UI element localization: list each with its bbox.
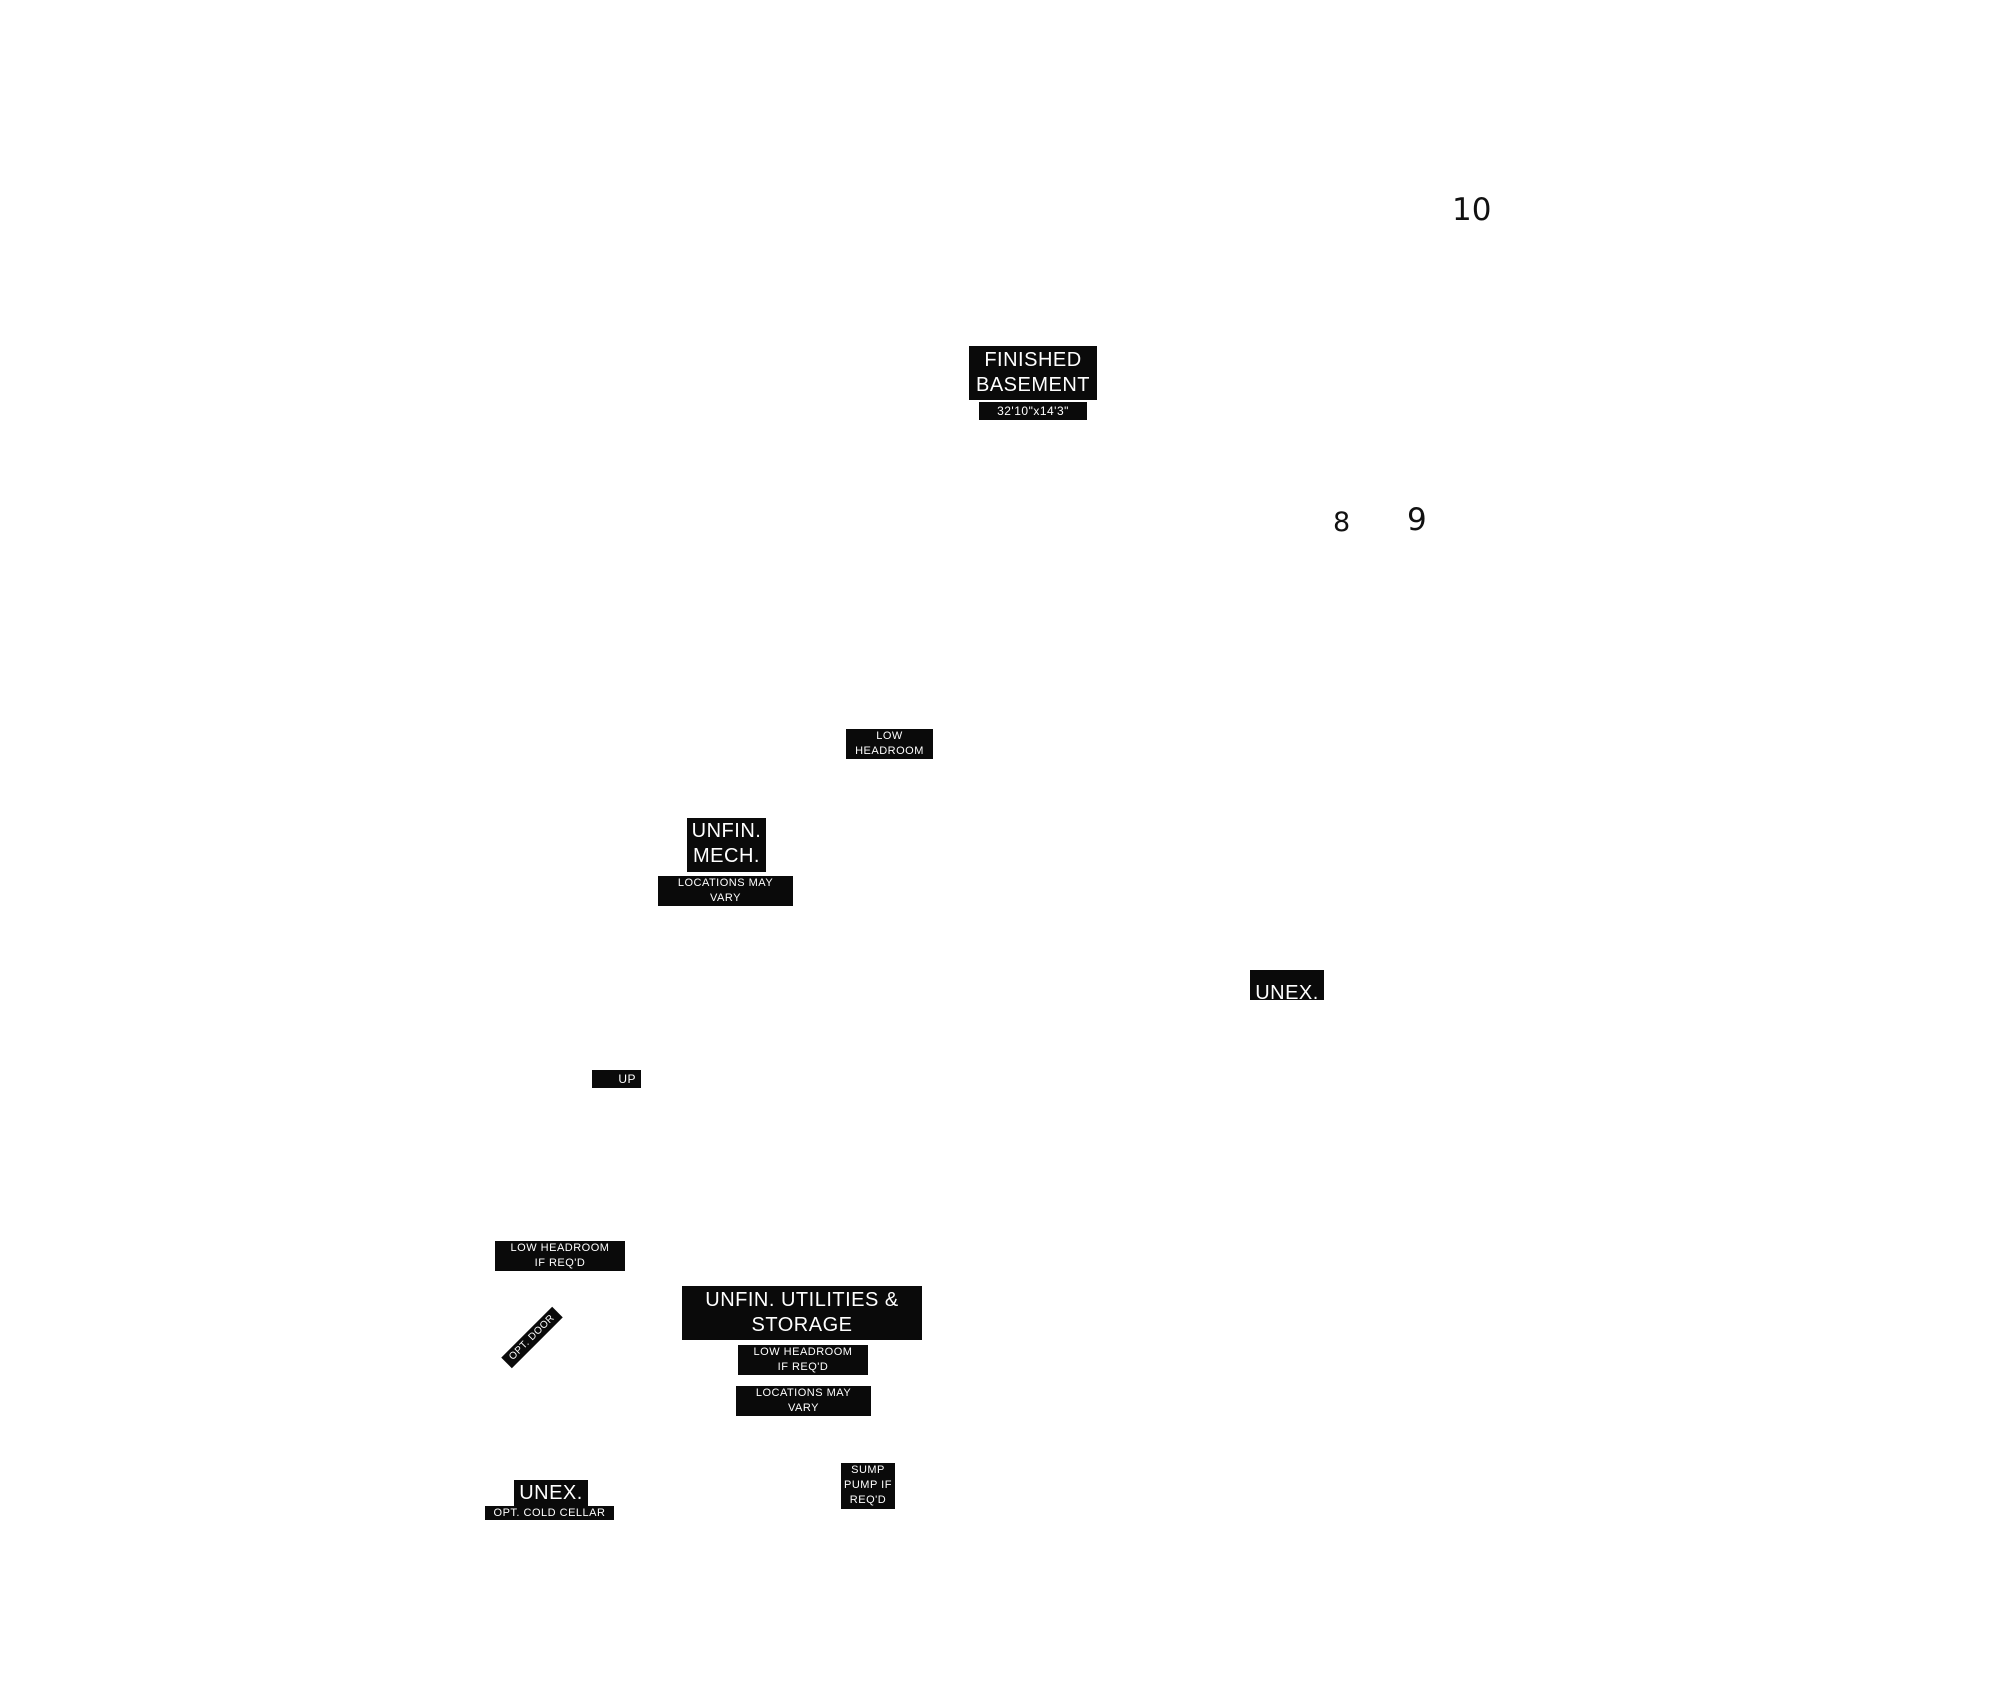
sump-pump-note: SUMP PUMP IF REQ'D (841, 1463, 895, 1509)
utilities-locations-line2: VARY (788, 1402, 819, 1414)
optional-door-label: OPT. DOOR (501, 1306, 563, 1369)
window-number-8: 8 (1333, 507, 1351, 538)
utilities-locations-note: LOCATIONS MAY VARY (736, 1386, 871, 1416)
unfin-mech-name-line2: MECH. (693, 845, 760, 867)
mech-locations-line2: VARY (710, 892, 741, 904)
utilities-low-headroom-line2: IF REQ'D (777, 1361, 829, 1373)
low-headroom-left-line1: LOW HEADROOM (510, 1242, 610, 1254)
finished-basement-label: FINISHED BASEMENT (969, 346, 1097, 400)
unfin-utilities-name-line1: UNFIN. UTILITIES & (705, 1289, 899, 1311)
mech-locations-note: LOCATIONS MAY VARY (658, 876, 793, 906)
unfin-utilities-name-line2: STORAGE (751, 1314, 853, 1336)
utilities-low-headroom-note: LOW HEADROOM IF REQ'D (738, 1345, 868, 1375)
unex-right-label: UNEX. (1250, 970, 1324, 1000)
window-number-10: 10 (1452, 192, 1492, 228)
finished-basement-name-line1: FINISHED (984, 349, 1082, 371)
utilities-low-headroom-line1: LOW HEADROOM (753, 1346, 853, 1358)
mech-locations-line1: LOCATIONS MAY (677, 877, 774, 889)
unex-left-label: UNEX. (514, 1480, 588, 1506)
utilities-locations-line1: LOCATIONS MAY (755, 1387, 852, 1399)
low-headroom-top-line1: LOW (876, 730, 903, 742)
sump-pump-line2: PUMP IF (844, 1479, 892, 1491)
window-number-9: 9 (1407, 502, 1427, 538)
low-headroom-left-line2: IF REQ'D (534, 1257, 586, 1269)
low-headroom-note-left: LOW HEADROOM IF REQ'D (495, 1241, 625, 1271)
stairs-up-label: UP (592, 1070, 641, 1088)
unfin-mech-label: UNFIN. MECH. (687, 818, 766, 872)
low-headroom-top-line2: HEADROOM (855, 745, 924, 757)
unfin-mech-name-line1: UNFIN. (691, 820, 762, 842)
sump-pump-line3: REQ'D (849, 1494, 887, 1506)
finished-basement-name-line2: BASEMENT (975, 374, 1091, 396)
unfin-utilities-label: UNFIN. UTILITIES & STORAGE (682, 1286, 922, 1340)
sump-pump-line1: SUMP (851, 1464, 885, 1476)
cold-cellar-note: OPT. COLD CELLAR (485, 1506, 614, 1520)
finished-basement-dimensions: 32'10"x14'3" (979, 402, 1087, 420)
low-headroom-note-top: LOW HEADROOM (846, 729, 933, 759)
